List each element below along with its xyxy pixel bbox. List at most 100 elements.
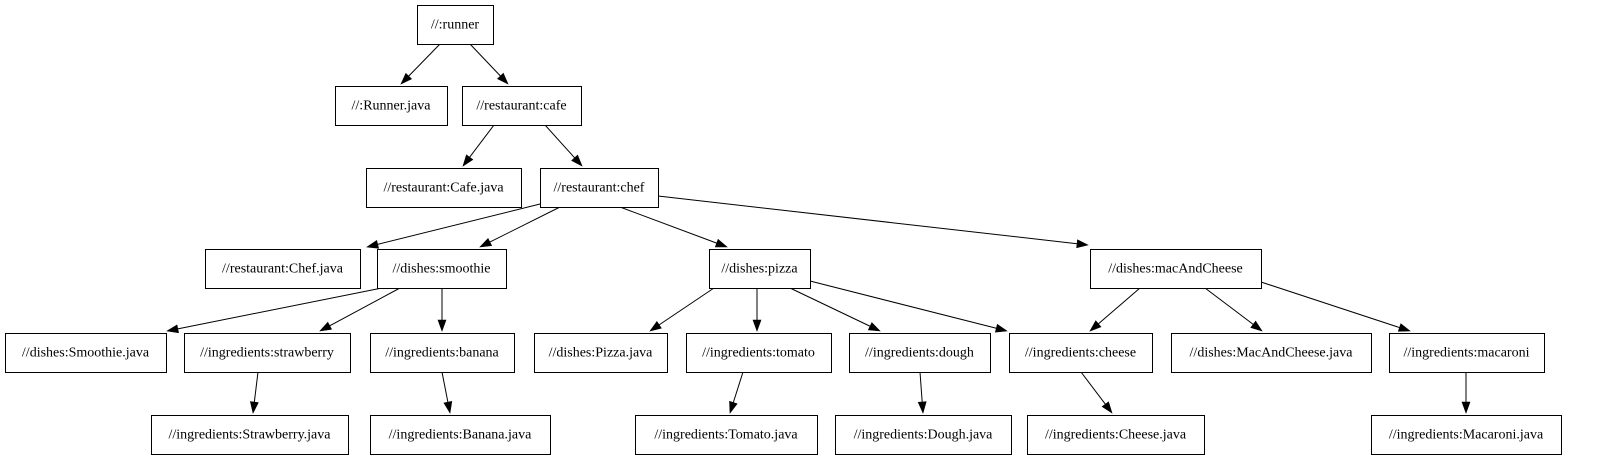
edge-layer (166, 43, 1471, 414)
edge-line (732, 371, 744, 403)
arrowhead-icon (867, 322, 881, 332)
graph-edge (1080, 371, 1113, 414)
graph-node-strawberry_java[interactable]: //ingredients:Strawberry.java (151, 415, 349, 455)
node-box[interactable] (151, 415, 349, 455)
node-box[interactable] (1371, 415, 1562, 455)
edge-line (1204, 287, 1254, 325)
graph-node-banana_java[interactable]: //ingredients:Banana.java (370, 415, 551, 455)
node-box[interactable] (835, 415, 1012, 455)
node-label: //ingredients:Dough.java (854, 428, 994, 443)
edge-line (441, 371, 449, 403)
graph-node-strawberry[interactable]: //ingredients:strawberry (184, 333, 351, 373)
graph-node-macaroni_java[interactable]: //ingredients:Macaroni.java (1371, 415, 1562, 455)
graph-edge (657, 195, 1089, 249)
node-label: //ingredients:tomato (702, 346, 815, 361)
edge-line (657, 195, 1078, 245)
graph-node-cafe[interactable]: //restaurant:cafe (462, 86, 582, 126)
node-box[interactable] (377, 249, 507, 289)
arrowhead-icon (1250, 320, 1263, 332)
node-box[interactable] (366, 168, 522, 208)
edge-line (1260, 281, 1400, 329)
node-label: //dishes:Pizza.java (549, 346, 654, 361)
edge-line (919, 371, 923, 403)
graph-node-cafe_java[interactable]: //restaurant:Cafe.java (366, 168, 522, 208)
arrowhead-icon (1461, 401, 1471, 414)
node-box[interactable] (849, 333, 991, 373)
node-label: //:Runner.java (352, 99, 432, 114)
graph-edge (649, 287, 715, 332)
graph-node-macaroni[interactable]: //ingredients:macaroni (1389, 333, 1545, 373)
graph-node-smoothie[interactable]: //dishes:smoothie (377, 249, 507, 289)
graph-edge (400, 43, 441, 85)
node-label: //ingredients:macaroni (1404, 346, 1530, 361)
arrowhead-icon (497, 72, 509, 85)
node-layer: //:runner //:Runner.java //restaurant:cafe… (5, 5, 1562, 455)
arrowhead-icon (714, 238, 728, 248)
edge-line (253, 371, 259, 403)
node-box[interactable] (1009, 333, 1153, 373)
graph-edge (619, 206, 728, 248)
node-box[interactable] (335, 86, 448, 126)
node-box[interactable] (1389, 333, 1545, 373)
graph-node-pizza[interactable]: //dishes:pizza (709, 249, 811, 289)
node-box[interactable] (370, 415, 551, 455)
graph-node-chef_java[interactable]: //restaurant:Chef.java (205, 249, 361, 289)
node-box[interactable] (462, 86, 582, 126)
graph-node-cheese_java[interactable]: //ingredients:Cheese.java (1027, 415, 1205, 455)
edge-line (377, 203, 541, 245)
graph-node-dough_java[interactable]: //ingredients:Dough.java (835, 415, 1012, 455)
node-box[interactable] (184, 333, 351, 373)
graph-edge (752, 288, 762, 332)
node-box[interactable] (370, 333, 515, 373)
graph-edge (1089, 287, 1141, 332)
graph-node-macandcheese[interactable]: //dishes:macAndCheese (1090, 249, 1262, 289)
node-box[interactable] (540, 168, 659, 208)
arrowhead-icon (752, 319, 762, 332)
edge-line (1098, 287, 1141, 325)
graph-node-tomato[interactable]: //ingredients:tomato (686, 333, 832, 373)
node-box[interactable] (5, 333, 167, 373)
node-label: //ingredients:strawberry (200, 346, 334, 361)
arrowhead-icon (1076, 239, 1089, 249)
edge-line (619, 206, 717, 244)
node-label: //ingredients:Strawberry.java (169, 428, 332, 443)
node-box[interactable] (635, 415, 818, 455)
node-box[interactable] (709, 249, 811, 289)
node-box[interactable] (1171, 333, 1372, 373)
graph-edge (437, 288, 447, 332)
graph-node-dough[interactable]: //ingredients:dough (849, 333, 991, 373)
graph-node-smoothie_java[interactable]: //dishes:Smoothie.java (5, 333, 167, 373)
node-label: //dishes:pizza (721, 262, 798, 277)
edge-line (544, 124, 576, 159)
node-box[interactable] (205, 249, 361, 289)
node-label: //restaurant:Chef.java (222, 262, 344, 277)
node-box[interactable] (1090, 249, 1262, 289)
node-label: //restaurant:chef (554, 181, 645, 196)
arrowhead-icon (729, 400, 738, 414)
node-label: //dishes:MacAndCheese.java (1190, 346, 1354, 361)
graph-node-cheese[interactable]: //ingredients:cheese (1009, 333, 1153, 373)
arrowhead-icon (400, 72, 413, 85)
graph-edge (319, 287, 401, 332)
graph-edge (1204, 287, 1263, 332)
graph-node-banana[interactable]: //ingredients:banana (370, 333, 515, 373)
node-box[interactable] (534, 333, 668, 373)
graph-node-runner[interactable]: //:runner (417, 5, 494, 45)
graph-node-tomato_java[interactable]: //ingredients:Tomato.java (635, 415, 818, 455)
graph-node-runner_java[interactable]: //:Runner.java (335, 86, 448, 126)
node-label: //ingredients:banana (385, 346, 499, 361)
node-box[interactable] (1027, 415, 1205, 455)
node-box[interactable] (417, 5, 494, 45)
graph-node-pizza_java[interactable]: //dishes:Pizza.java (534, 333, 668, 373)
node-box[interactable] (686, 333, 832, 373)
graph-edge (479, 206, 561, 248)
edge-line (469, 124, 495, 158)
graph-node-chef[interactable]: //restaurant:chef (540, 168, 659, 208)
node-label: //:runner (431, 18, 480, 33)
edge-line (329, 287, 401, 327)
arrowhead-icon (319, 321, 333, 332)
graph-node-macandcheese_java[interactable]: //dishes:MacAndCheese.java (1171, 333, 1372, 373)
arrowhead-icon (437, 319, 447, 332)
arrowhead-icon (249, 401, 259, 414)
